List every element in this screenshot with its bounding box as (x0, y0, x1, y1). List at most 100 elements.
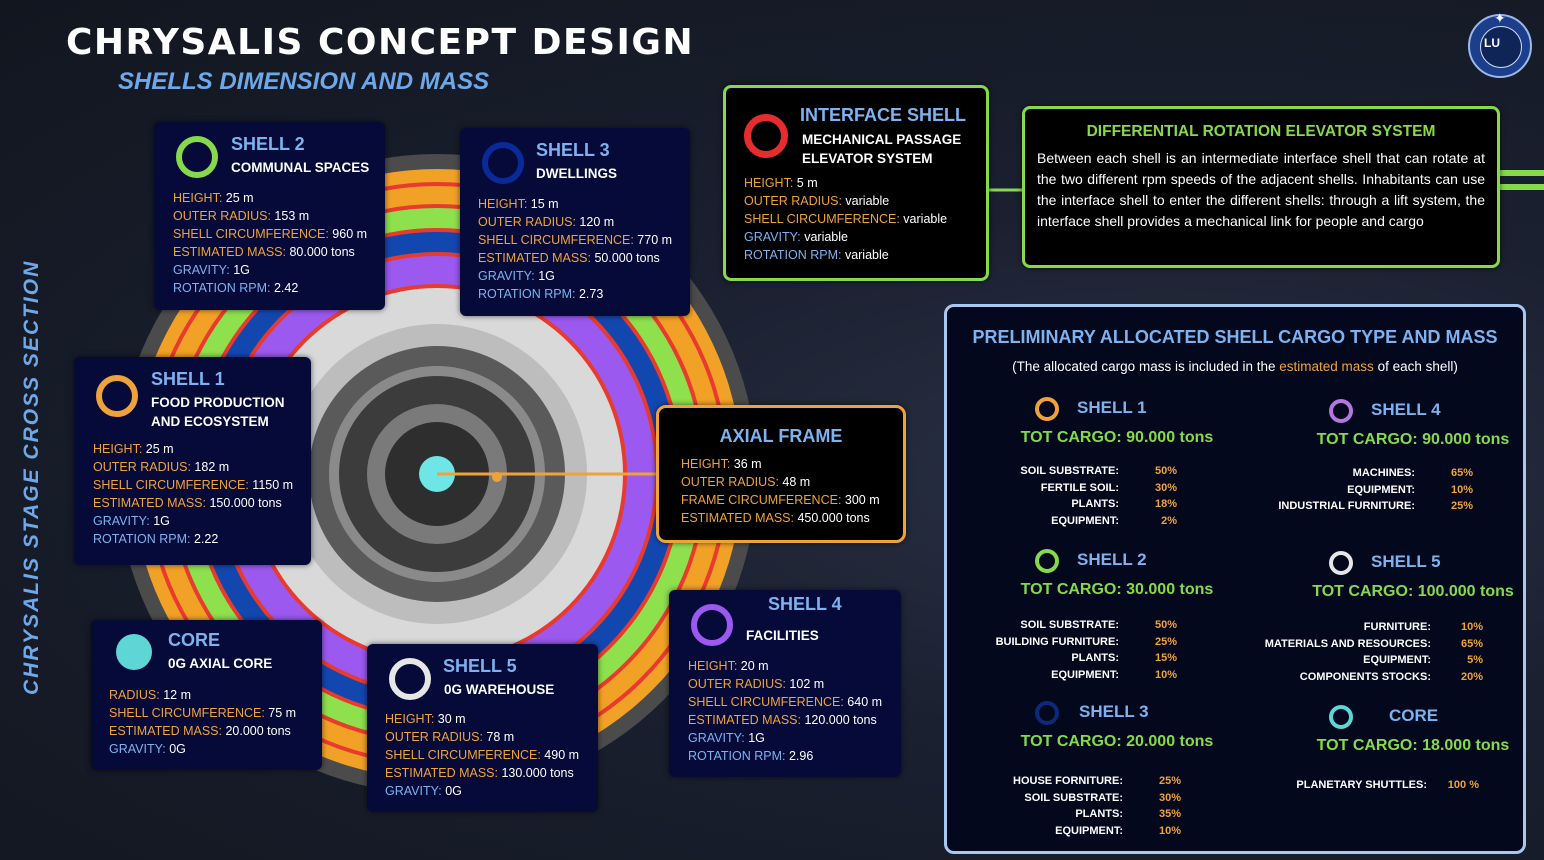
shell3-desc: DWELLINGS (536, 166, 617, 181)
cargo-item-label: SOIL SUBSTRATE: (1024, 791, 1123, 804)
core-card: CORE 0G AXIAL CORE RADIUS: 12 m SHELL CI… (91, 620, 322, 770)
shell2-ring-icon (176, 136, 218, 178)
elevator-system-card: DIFFERENTIAL ROTATION ELEVATOR SYSTEM Be… (1022, 106, 1500, 268)
cargo-item-percent: 25% (1154, 635, 1177, 648)
cargo-item-percent: 10% (1158, 824, 1181, 837)
shell4-name: SHELL 4 (768, 594, 842, 614)
cargo-item-label: PLANTS: (1075, 808, 1123, 820)
cargo-row: EQUIPMENT: 10% (1283, 483, 1473, 498)
shell5-ring-icon (389, 658, 431, 700)
cargo-item-percent: 10% (1460, 621, 1483, 633)
core-desc: 0G AXIAL CORE (168, 656, 273, 671)
cargo-row: BUILDING FURNITURE: 25% (987, 635, 1177, 650)
cargo-row: SOIL SUBSTRATE: 50% (987, 465, 1177, 479)
shell5-card: SHELL 5 0G WAREHOUSE HEIGHT: 30 m OUTER … (367, 644, 598, 812)
shell5-desc: 0G WAREHOUSE (444, 682, 555, 697)
shell1-stats: HEIGHT: 25 m OUTER RADIUS: 182 m SHELL C… (93, 442, 294, 546)
cargo-row: EQUIPMENT: 2% (987, 514, 1177, 529)
core-circle-icon (116, 634, 152, 670)
cargo-ring-icon (1035, 701, 1059, 725)
cargo-ring-icon (1329, 551, 1353, 575)
cargo-item-percent: 15% (1154, 652, 1177, 664)
cargo-item-label: SOIL SUBSTRATE: (1020, 465, 1119, 477)
cargo-item-percent: 30% (1158, 791, 1181, 804)
cargo-item-percent: 50% (1154, 465, 1177, 477)
cargo-total: TOT CARGO: 20.000 tons (1020, 733, 1214, 750)
axial-frame-card: AXIAL FRAME HEIGHT: 36 m OUTER RADIUS: 4… (656, 405, 906, 543)
cargo-item-label: PLANTS: (1071, 652, 1119, 664)
shell3-ring-icon (482, 142, 524, 184)
cargo-row: FURNITURE:10% (1283, 621, 1483, 635)
shell2-stats: HEIGHT: 25 m OUTER RADIUS: 153 m SHELL C… (173, 191, 368, 295)
cargo-item-percent: 30% (1154, 481, 1177, 494)
core-name: CORE (168, 630, 221, 650)
cargo-item-percent: 20% (1460, 670, 1483, 683)
cargo-total: TOT CARGO: 90.000 tons (1020, 429, 1214, 446)
cargo-total: TOT CARGO: 18.000 tons (1316, 737, 1510, 754)
cargo-row: HOUSE FORNITURE:25% (987, 775, 1181, 789)
logo-initials: LU (1484, 36, 1500, 50)
cargo-ring-icon (1329, 399, 1353, 423)
cargo-row: MATERIALS AND RESOURCES: 65% (1265, 638, 1483, 652)
cargo-total: TOT CARGO: 90.000 tons (1316, 431, 1510, 448)
elevator-body: Between each shell is an intermediate in… (1037, 150, 1485, 229)
cargo-note: (The allocated cargo mass is included in… (1012, 359, 1458, 374)
cargo-shell-name: SHELL 5 (1371, 552, 1441, 571)
cargo-item-percent: 10% (1450, 483, 1473, 496)
shell2-name: SHELL 2 (231, 134, 305, 154)
axial-frame-name: AXIAL FRAME (719, 426, 843, 446)
elevator-title: DIFFERENTIAL ROTATION ELEVATOR SYSTEM (1086, 123, 1436, 140)
shell5-name: SHELL 5 (443, 656, 517, 676)
interface-stats: HEIGHT: 5 m OUTER RADIUS: variable SHELL… (744, 176, 948, 262)
cargo-item-percent: 50% (1154, 619, 1177, 631)
shell4-desc: FACILITIES (746, 628, 819, 643)
cargo-item-label: HOUSE FORNITURE: (1013, 775, 1123, 787)
shell4-card: SHELL 4 FACILITIES HEIGHT: 20 m OUTER RA… (669, 590, 901, 777)
cargo-item-label: EQUIPMENT: (1051, 514, 1119, 527)
cargo-item-label: INDUSTRIAL FURNITURE: (1278, 500, 1415, 512)
cargo-total: TOT CARGO: 30.000 tons (1020, 581, 1214, 598)
cargo-row: EQUIPMENT:5% (1283, 654, 1483, 668)
cargo-item-label: MATERIALS AND RESOURCES: (1264, 637, 1431, 650)
connector-bar (1500, 184, 1544, 190)
cargo-item-percent: 100 % (1447, 779, 1479, 791)
cargo-item-label: EQUIPMENT: (1055, 824, 1123, 837)
cargo-item-percent: 35% (1158, 808, 1181, 820)
page-title: CHRYSALIS CONCEPT DESIGN (66, 22, 695, 63)
page-subtitle: SHELLS DIMENSION AND MASS (118, 68, 490, 95)
cargo-row: MACHINES:65% (1283, 467, 1473, 481)
cargo-item-label: EQUIPMENT: (1347, 483, 1415, 496)
interface-name: INTERFACE SHELL (800, 105, 967, 125)
cargo-item-percent: 2% (1161, 514, 1177, 527)
cargo-row: EQUIPMENT:10% (987, 668, 1177, 683)
interface-ring-icon (744, 114, 788, 158)
cargo-item-label: EQUIPMENT: (1363, 654, 1431, 666)
cargo-row: PLANETARY SHUTTLES: 100 % (1283, 779, 1479, 793)
cargo-row: FERTILE SOIL:30% (987, 482, 1177, 496)
cargo-ring-icon (1329, 705, 1353, 729)
cargo-row: SOIL SUBSTRATE: 30% (987, 791, 1181, 806)
shell1-name: SHELL 1 (151, 369, 225, 389)
cargo-item-label: MACHINES: (1352, 467, 1415, 479)
shell3-stats: HEIGHT: 15 m OUTER RADIUS: 120 m SHELL C… (478, 197, 673, 301)
cargo-item-label: PLANETARY SHUTTLES: (1296, 779, 1427, 791)
cargo-row: COMPONENTS STOCKS:20% (1283, 671, 1483, 685)
cargo-shell-name: SHELL 1 (1077, 398, 1147, 417)
cargo-row: EQUIPMENT: 10% (987, 824, 1181, 839)
core-stats: RADIUS: 12 m SHELL CIRCUMFERENCE: 75 m E… (109, 688, 297, 756)
star-icon: ✦ (1494, 10, 1506, 26)
cargo-item-percent: 65% (1460, 637, 1483, 650)
institute-logo: ✦ LU (1468, 10, 1532, 78)
cargo-item-label: EQUIPMENT: (1051, 668, 1119, 681)
cargo-row: PLANTS:18% (987, 498, 1177, 512)
cargo-item-label: BUILDING FURNITURE: (995, 635, 1119, 648)
cargo-title: PRELIMINARY ALLOCATED SHELL CARGO TYPE A… (972, 327, 1498, 347)
cargo-row: INDUSTRIAL FURNITURE:25% (1278, 500, 1473, 514)
shell4-ring-icon (691, 604, 733, 646)
shell2-desc: COMMUNAL SPACES (231, 160, 370, 175)
cargo-shell-name: SHELL 2 (1077, 550, 1147, 569)
shell2-card: SHELL 2 COMMUNAL SPACES HEIGHT: 25 m OUT… (154, 122, 385, 310)
